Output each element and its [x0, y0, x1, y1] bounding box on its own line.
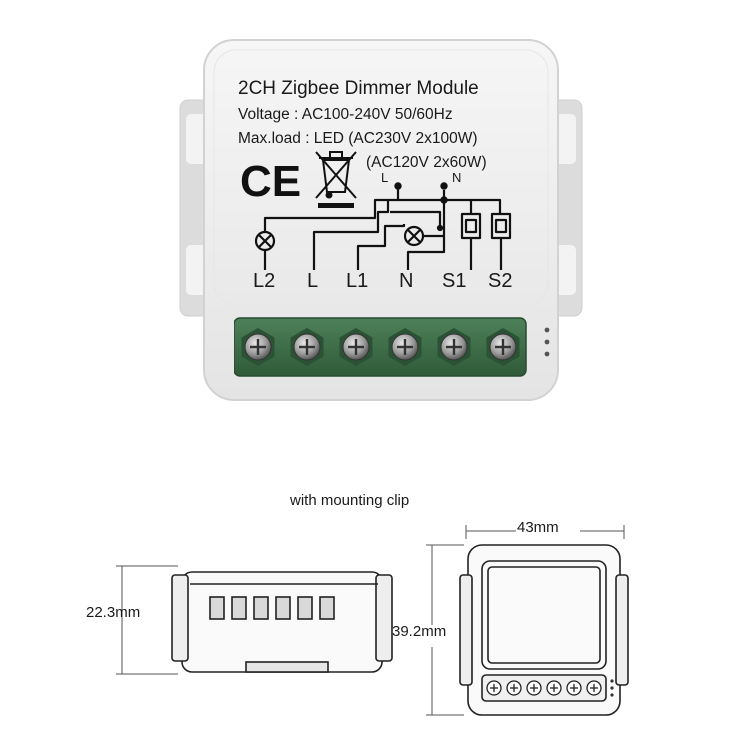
front-view-drawing	[426, 525, 629, 716]
product-title: 2CH Zigbee Dimmer Module	[238, 78, 479, 99]
terminal-screw-icon	[241, 328, 275, 366]
terminal-screw-icon	[437, 328, 471, 366]
weee-bin-icon	[315, 151, 357, 208]
svg-text:CE: CE	[240, 157, 301, 206]
terminal-screw-icon	[339, 328, 373, 366]
voltage-spec: Voltage : AC100-240V 50/60Hz	[238, 106, 453, 123]
terminal-label: N	[399, 270, 414, 292]
terminal-label: L	[307, 270, 319, 292]
terminal-label: S1	[442, 270, 467, 292]
front-height-label: 39.2mm	[392, 623, 447, 640]
terminal-screw-icon	[388, 328, 422, 366]
mounting-clip-caption: with mounting clip	[290, 492, 410, 509]
terminal-label: L2	[253, 270, 276, 292]
terminal-label: S2	[488, 270, 513, 292]
side-height-label: 22.3mm	[86, 604, 141, 621]
wiring-diagram	[254, 182, 512, 270]
terminal-screw-icon	[290, 328, 324, 366]
ce-mark: CE	[240, 157, 301, 206]
max-load-spec-alt: (AC120V 2x60W)	[366, 154, 487, 171]
side-view-drawing	[116, 565, 393, 675]
terminal-block	[234, 317, 527, 377]
diagram-label-l: L	[381, 170, 389, 185]
front-width-label: 43mm	[517, 519, 559, 536]
max-load-spec: Max.load : LED (AC230V 2x100W)	[238, 130, 478, 147]
led-dots	[544, 327, 550, 357]
diagram-label-n: N	[452, 170, 462, 185]
terminal-screw-icon	[486, 328, 520, 366]
terminal-label: L1	[346, 270, 369, 292]
module-housing	[203, 39, 559, 401]
